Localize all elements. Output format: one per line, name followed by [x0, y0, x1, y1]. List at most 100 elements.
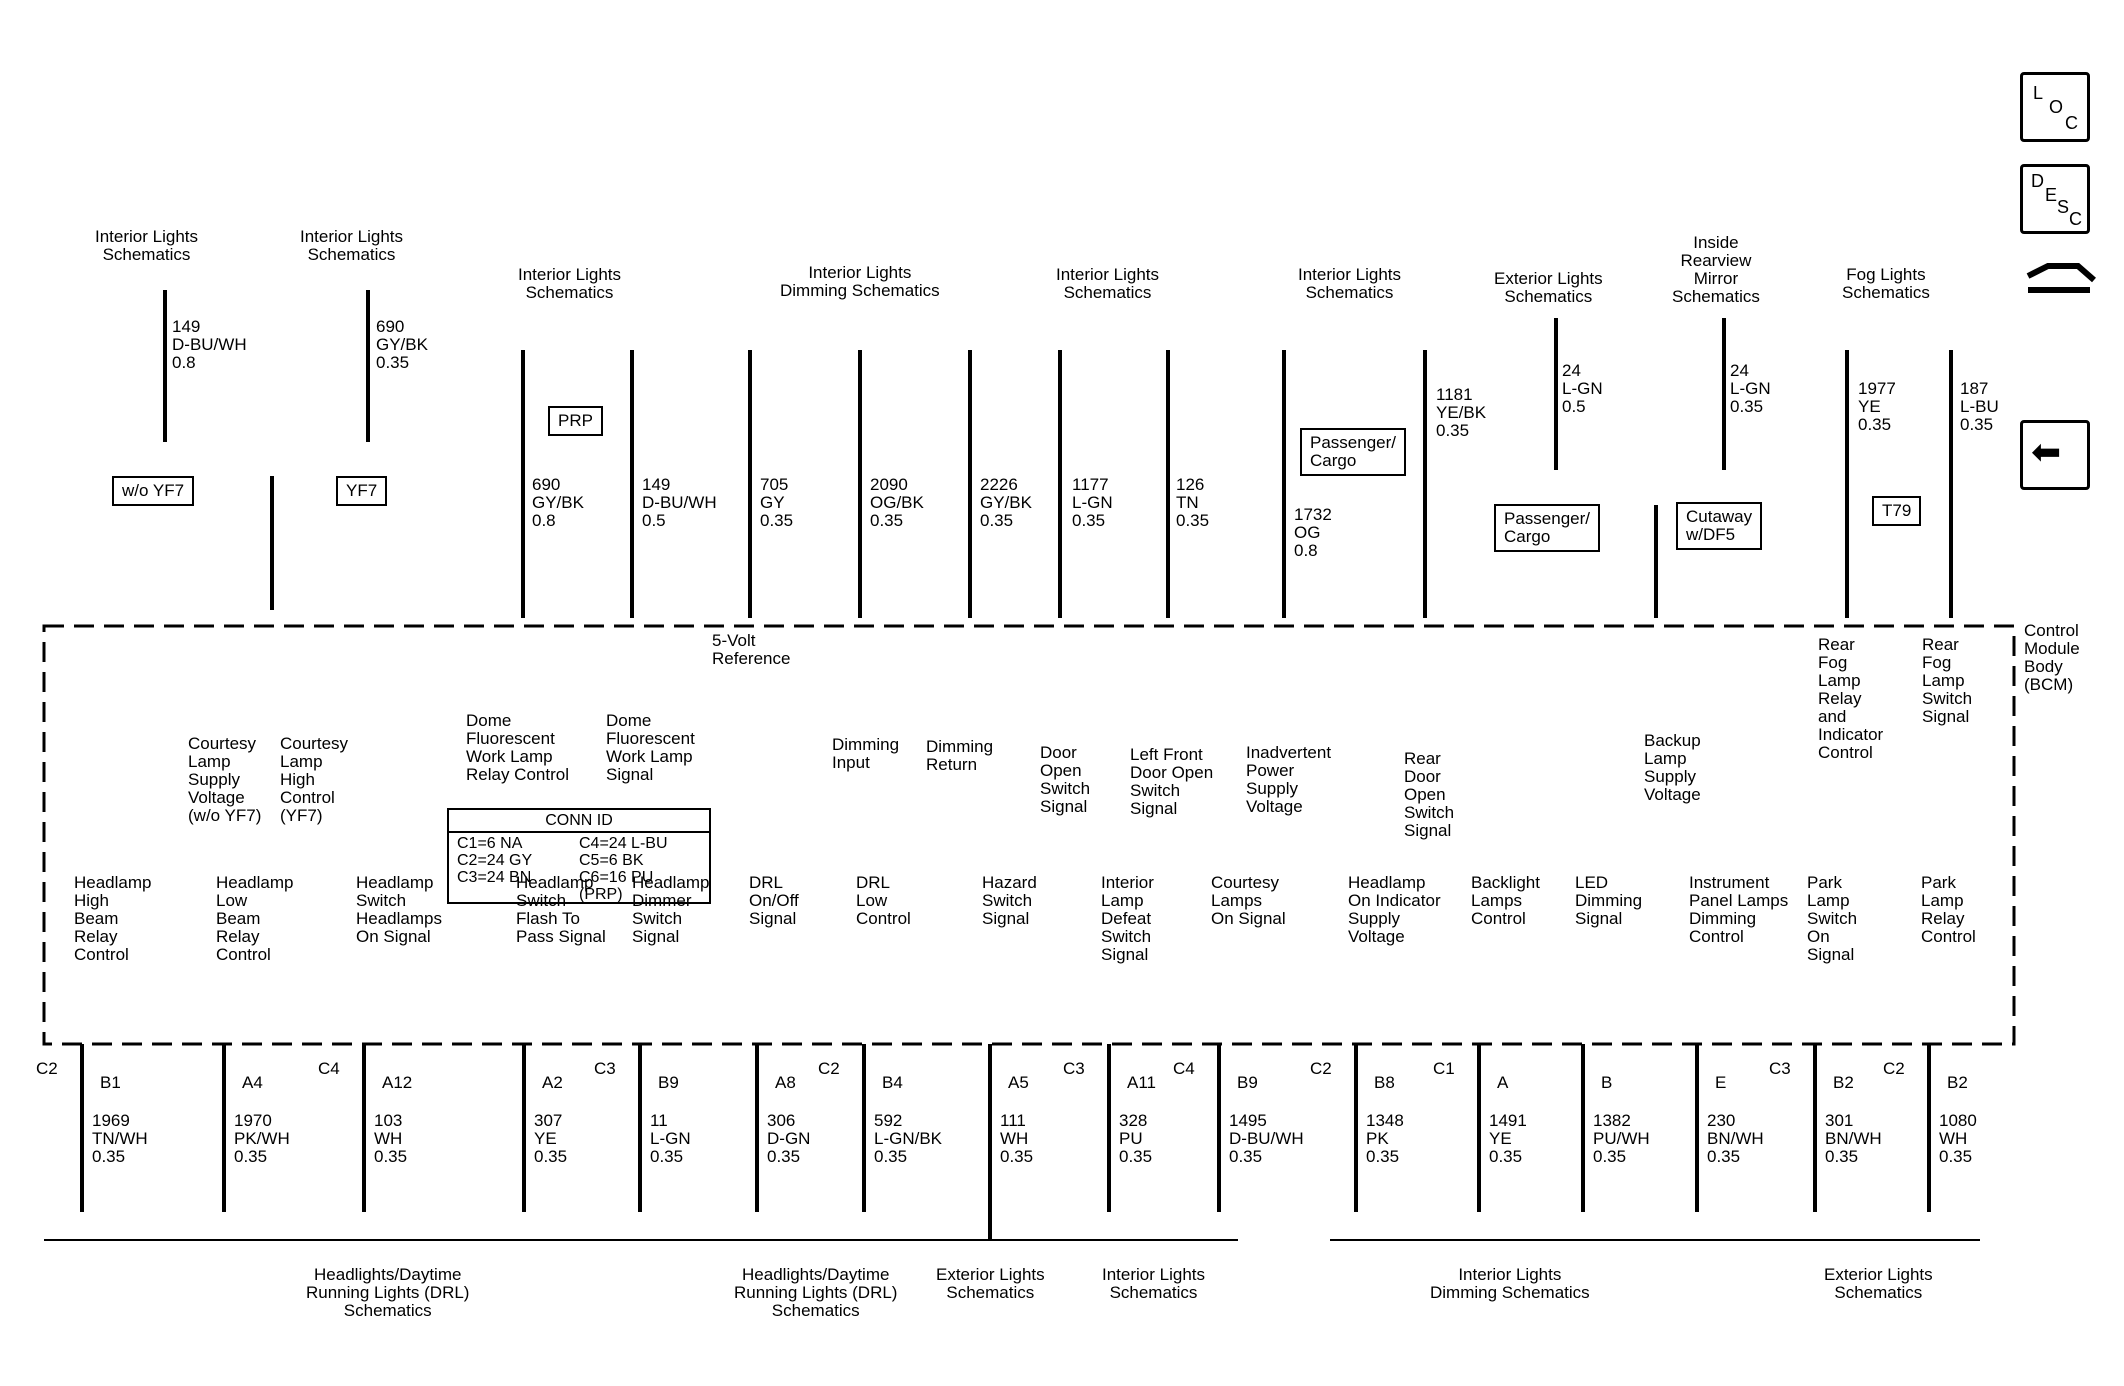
pin-description: Courtesy Lamp High Control (YF7) [280, 734, 349, 825]
option-box: PRP [548, 406, 603, 436]
lower-pin: B1 [100, 1073, 121, 1092]
wire-label: 690 GY/BK 0.8 [532, 475, 584, 530]
label-interior-lights-1: Interior Lights Schematics [95, 227, 198, 264]
lower-wire-label: 230 BN/WH 0.35 [1707, 1111, 1764, 1166]
pin-description: Dimming Return [926, 737, 994, 774]
lower-connector: C2 [36, 1059, 58, 1078]
label-interior-lights-3: Interior Lights Schematics [518, 265, 621, 302]
wire-label: 1732 OG 0.8 [1294, 505, 1332, 560]
lower-pin: A8 [775, 1073, 796, 1092]
lower-wire-label: 103 WH 0.35 [374, 1111, 408, 1166]
lower-pin-description: DRL On/Off Signal [749, 873, 799, 928]
lower-pin-description: Headlamp Switch Headlamps On Signal [356, 873, 442, 946]
pin-description: Courtesy Lamp Supply Voltage (w/o YF7) [188, 734, 262, 825]
lower-wire-label: 11 L-GN 0.35 [650, 1111, 691, 1166]
option-box: T79 [1872, 496, 1922, 526]
lower-wire-label: 1969 TN/WH 0.35 [92, 1111, 148, 1166]
connector-id-table: CONN ID C1=6 NA C4=24 L-BU C2=24 GY C5=6… [447, 808, 711, 904]
back-button[interactable]: ⬅ [2020, 420, 2090, 490]
module-label: Control Module Body (BCM) [2024, 621, 2080, 694]
label-mirror: Inside Rearview Mirror Schematics [1672, 233, 1760, 306]
label-fog-lights: Fog Lights Schematics [1842, 265, 1930, 302]
option-box: YF7 [336, 476, 388, 506]
lower-pin-description: Instrument Panel Lamps Dimming Control [1689, 873, 1789, 946]
bottom-group-6: Exterior Lights Schematics [1824, 1265, 1933, 1302]
option-box: Cutaway w/DF5 [1676, 502, 1763, 550]
lower-wire-label: 307 YE 0.35 [534, 1111, 568, 1166]
pin-description: Dome Fluorescent Work Lamp Relay Control [466, 711, 569, 784]
lower-connector: C2 [1310, 1059, 1332, 1078]
lower-pin: B4 [882, 1073, 903, 1092]
lower-pin: A [1497, 1073, 1509, 1092]
lower-wire-label: 1080 WH 0.35 [1939, 1111, 1977, 1166]
label-dimming: Interior Lights Dimming Schematics [780, 263, 940, 300]
lower-pin: B2 [1833, 1073, 1854, 1092]
lower-wire-label: 592 L-GN/BK 0.35 [874, 1111, 943, 1166]
wire-label: 1181 YE/BK 0.35 [1436, 385, 1487, 440]
lower-wire-label: 1970 PK/WH 0.35 [234, 1111, 290, 1166]
wire-label: 24 L-GN 0.35 [1730, 361, 1771, 416]
lower-wire-label: 1382 PU/WH 0.35 [1593, 1111, 1650, 1166]
lower-pin-description: Headlamp Low Beam Relay Control [216, 873, 294, 964]
pin-description: Dimming Input [832, 735, 900, 772]
lower-wire-label: 1348 PK 0.35 [1366, 1111, 1404, 1166]
option-box: Passenger/ Cargo [1300, 428, 1406, 476]
pin-description: Rear Door Open Switch Signal [1404, 749, 1455, 840]
wire-label: 2090 OG/BK 0.35 [870, 475, 924, 530]
wire-label: 1977 YE 0.35 [1858, 379, 1896, 434]
lower-pin-description: Headlamp On Indicator Supply Voltage [1348, 873, 1441, 946]
lower-pin-description: Park Lamp Relay Control [1921, 873, 1976, 946]
pin-description: Left Front Door Open Switch Signal [1130, 745, 1214, 818]
lower-pin-description: Headlamp High Beam Relay Control [74, 873, 152, 964]
conn-c4: C4=24 L-BU [579, 835, 668, 852]
wire-label: 149 D-BU/WH 0.8 [172, 317, 247, 372]
wire-label: 24 L-GN 0.5 [1562, 361, 1603, 416]
lower-pin: B2 [1947, 1073, 1968, 1092]
lower-pin-description: Park Lamp Switch On Signal [1807, 873, 1858, 964]
pin-description: Backup Lamp Supply Voltage [1644, 731, 1701, 804]
lower-pin: A12 [382, 1073, 413, 1092]
desc-button[interactable]: D E S C [2020, 164, 2090, 234]
lower-pin: A5 [1008, 1073, 1029, 1092]
wire-label: 690 GY/BK 0.35 [376, 317, 428, 372]
label-interior-lights-4: Interior Lights Schematics [1056, 265, 1159, 302]
pin-description: Rear Fog Lamp Relay and Indicator Contro… [1818, 635, 1884, 762]
pin-description: Inadvertent Power Supply Voltage [1246, 743, 1332, 816]
lower-connector: C2 [818, 1059, 840, 1078]
option-box: Passenger/ Cargo [1494, 504, 1600, 552]
conn-c2: C2=24 GY [457, 852, 533, 869]
pin-description: 5-Volt Reference [712, 631, 791, 668]
vehicle-tools-icon[interactable] [2018, 246, 2102, 318]
lower-pin-description: Headlamp Dimmer Switch Signal [632, 873, 710, 946]
lower-connector: C3 [594, 1059, 616, 1078]
label-interior-lights-2: Interior Lights Schematics [300, 227, 403, 264]
pin-description: Door Open Switch Signal [1040, 743, 1091, 816]
lower-pin: A4 [242, 1073, 263, 1092]
bottom-group-1: Headlights/Daytime Running Lights (DRL) … [306, 1265, 470, 1320]
loc-button[interactable]: L O C [2020, 72, 2090, 142]
lower-connector: C1 [1433, 1059, 1455, 1078]
bottom-group-2: Headlights/Daytime Running Lights (DRL) … [734, 1265, 898, 1320]
lower-wire-label: 301 BN/WH 0.35 [1825, 1111, 1882, 1166]
lower-pin-description: Headlamp Switch Flash To Pass Signal [516, 873, 606, 946]
bottom-group-3: Exterior Lights Schematics [936, 1265, 1045, 1302]
lower-pin: B8 [1374, 1073, 1395, 1092]
lower-connector: C3 [1063, 1059, 1085, 1078]
wire-label: 1177 L-GN 0.35 [1072, 475, 1113, 530]
back-arrow-icon: ⬅ [2031, 431, 2062, 472]
pin-description: Dome Fluorescent Work Lamp Signal [606, 711, 695, 784]
lower-pin: A2 [542, 1073, 563, 1092]
wire-label: 187 L-BU 0.35 [1960, 379, 1999, 434]
wire-label: 149 D-BU/WH 0.5 [642, 475, 717, 530]
conn-c5: C5=6 BK [579, 852, 644, 869]
bottom-group-5: Interior Lights Dimming Schematics [1430, 1265, 1590, 1302]
lower-connector: C4 [318, 1059, 340, 1078]
lower-wire-label: 328 PU 0.35 [1119, 1111, 1153, 1166]
conn-title: CONN ID [449, 810, 709, 833]
lower-wire-label: 111 WH 0.35 [1000, 1111, 1034, 1166]
lower-pin: B9 [658, 1073, 679, 1092]
label-exterior-lights: Exterior Lights Schematics [1494, 269, 1603, 306]
bottom-group-4: Interior Lights Schematics [1102, 1265, 1205, 1302]
